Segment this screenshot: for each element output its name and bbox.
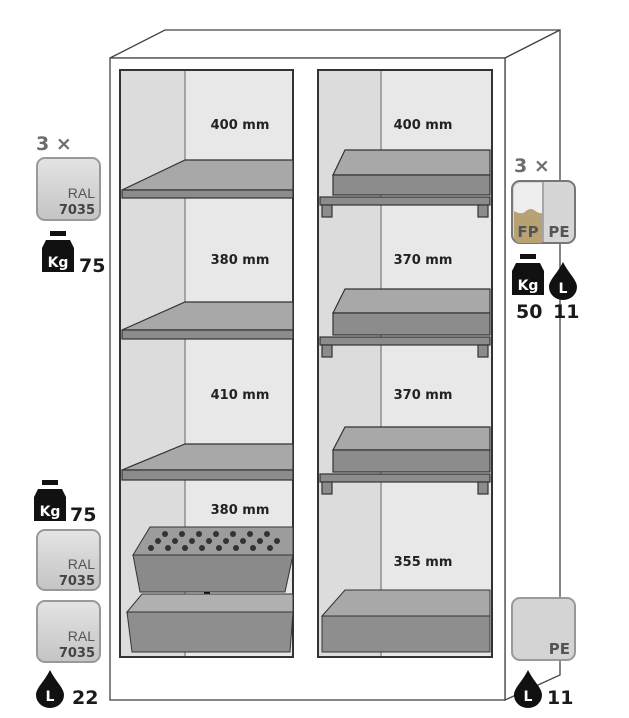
right-bottom-tray	[320, 589, 491, 653]
svg-text:L: L	[559, 281, 568, 297]
shelf-height-label: 380 mm	[211, 503, 270, 518]
volume-drop-icon: L	[36, 670, 64, 708]
right-shelf	[319, 426, 491, 495]
svg-text:7035: 7035	[59, 574, 95, 589]
svg-text:PE: PE	[548, 223, 569, 241]
shelf-height-label: 400 mm	[211, 118, 270, 133]
right-shelf	[319, 288, 491, 358]
svg-text:Kg: Kg	[48, 255, 69, 271]
shelf-height-label: 370 mm	[394, 388, 453, 403]
material-swatch-fp-pe: FP PE	[511, 180, 576, 244]
svg-text:L: L	[524, 689, 533, 705]
shelf-height-label: 400 mm	[394, 118, 453, 133]
perforated-insert	[132, 526, 294, 593]
svg-text:Kg: Kg	[40, 504, 61, 520]
svg-text:FP: FP	[517, 223, 538, 241]
svg-text:RAL: RAL	[68, 556, 95, 572]
svg-text:Kg: Kg	[518, 278, 539, 294]
shelf-count: 3 ×	[514, 155, 550, 177]
weight-icon: Kg	[42, 231, 74, 272]
shelf-load: 50	[516, 301, 542, 323]
svg-text:PE: PE	[549, 640, 570, 658]
material-swatch-pe: PE	[511, 597, 576, 661]
svg-text:7035: 7035	[59, 203, 95, 218]
right-shelf	[319, 149, 491, 218]
shelf-height-label: 380 mm	[211, 253, 270, 268]
volume-drop-icon: L	[514, 670, 542, 708]
svg-text:7035: 7035	[59, 646, 95, 661]
ral-color-swatch: RAL 7035	[36, 600, 101, 663]
svg-text:RAL: RAL	[68, 185, 95, 201]
shelf-height-label: 410 mm	[211, 388, 270, 403]
bottom-volume: 22	[72, 687, 98, 709]
shelf-height-label: 355 mm	[394, 555, 453, 570]
left-shelf	[121, 301, 294, 340]
shelf-volume: 11	[553, 301, 579, 323]
volume-drop-icon: L	[549, 262, 577, 300]
left-shelf	[121, 443, 294, 481]
bottom-load: 75	[70, 504, 96, 526]
ral-color-swatch: RAL 7035	[36, 529, 101, 591]
shelf-count: 3 ×	[36, 133, 72, 155]
svg-text:RAL: RAL	[68, 628, 95, 644]
shelf-load: 75	[79, 255, 105, 277]
ral-color-swatch: RAL 7035	[36, 157, 101, 221]
weight-icon: Kg	[34, 480, 66, 521]
left-shelf	[121, 159, 294, 199]
svg-text:L: L	[46, 689, 55, 705]
shelf-height-label: 370 mm	[394, 253, 453, 268]
bottom-volume: 11	[547, 687, 573, 709]
left-bottom-tray	[125, 593, 294, 653]
weight-icon: Kg	[512, 254, 544, 295]
